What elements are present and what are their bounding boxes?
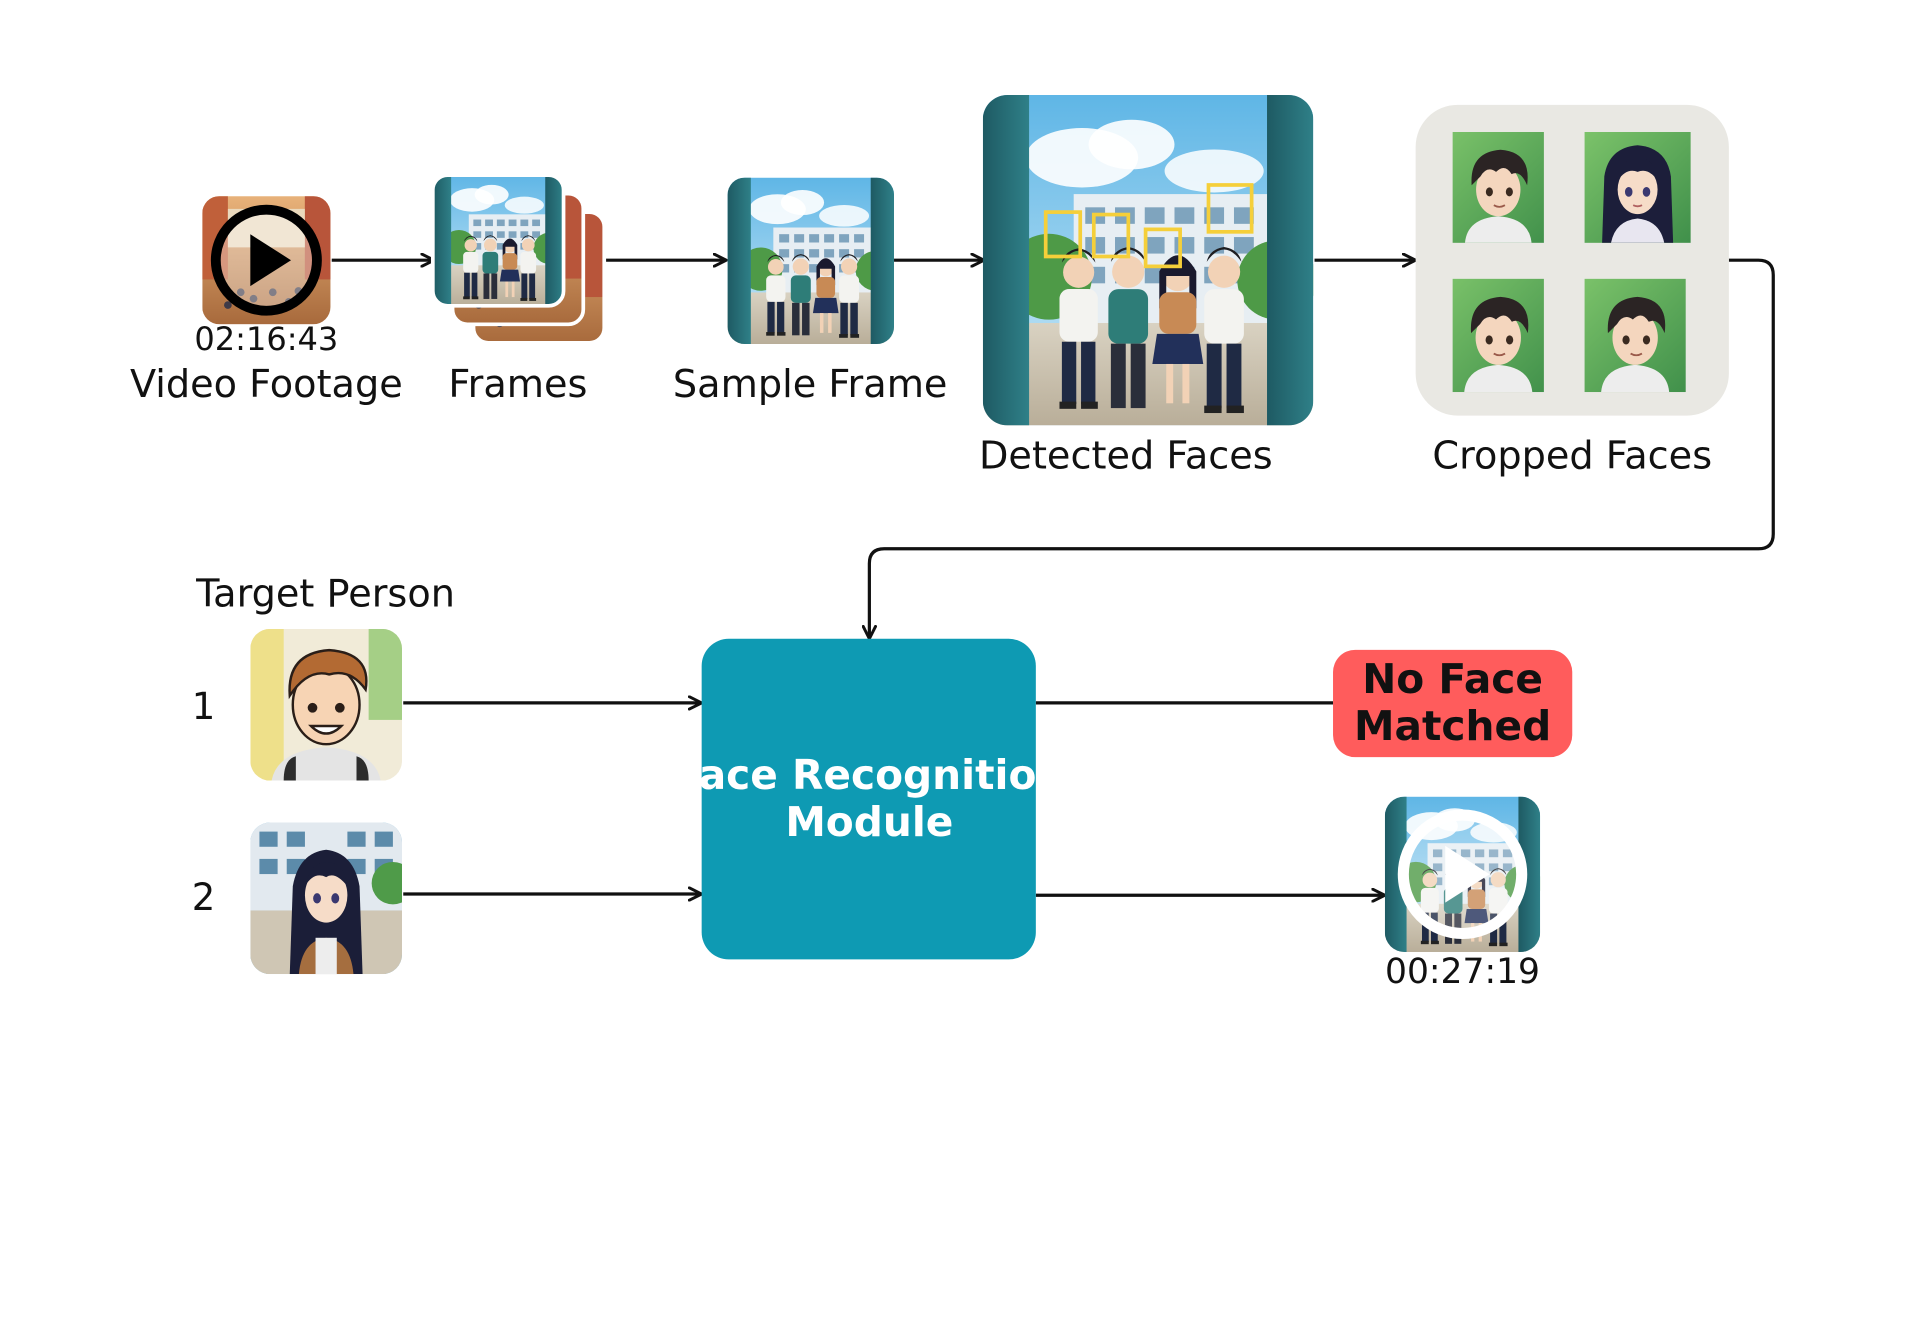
target-person-title: Target Person [195,573,455,617]
sample-frame-label: Sample Frame [673,363,948,407]
arrow-cropped-to-module [869,258,1775,637]
frames-node: Frames [430,173,607,407]
target-person-image[interactable] [250,628,403,781]
module-title-line2: Module [785,798,953,846]
target-person-image[interactable] [250,822,414,975]
connector-arrows [331,258,1775,895]
target-index: 2 [192,876,216,919]
frames-label: Frames [448,363,587,407]
no-match-line2: Matched [1354,702,1551,750]
play-icon[interactable] [1397,809,1528,940]
matched-clip-timecode: 00:27:19 [1385,952,1540,992]
target-index: 1 [192,685,216,728]
video-footage-node: 02:16:43 Video Footage [130,196,403,407]
target-person-section: Target Person 1 2 [192,573,455,975]
no-match-badge [1333,649,1573,758]
cropped-face [1452,278,1544,393]
video-footage-label: Video Footage [130,363,403,407]
detected-faces-node: Detected Faces [979,95,1317,479]
detected-faces-image [983,95,1317,425]
no-face-matched-result: No Face Matched [1333,649,1573,758]
sample-frame-node: Sample Frame [673,178,948,407]
matched-clip-result: 00:27:19 [1385,797,1542,992]
face-box [1091,212,1131,259]
sample-frame-image [728,178,896,344]
cropped-face [1452,131,1544,243]
diagram-canvas: 02:16:43 Video Footage Frames Sample Fra… [130,0,1775,992]
detected-faces-label: Detected Faces [979,435,1273,479]
cropped-face [1584,131,1691,243]
module-title-line1: Face Recognition [673,751,1065,799]
cropped-face [1584,278,1686,393]
frame-stack [430,173,607,345]
face-box [1143,227,1182,269]
cropped-faces-label: Cropped Faces [1432,435,1712,479]
play-icon[interactable] [210,204,322,316]
video-timecode: 02:16:43 [194,320,338,358]
cropped-faces-node: Cropped Faces [1415,104,1729,479]
face-recognition-module: Face Recognition Module [673,638,1065,960]
face-bounding-boxes [1043,183,1254,269]
no-match-line1: No Face [1362,655,1543,703]
module-box [701,638,1036,960]
face-box [1206,183,1254,234]
face-box [1043,210,1083,259]
